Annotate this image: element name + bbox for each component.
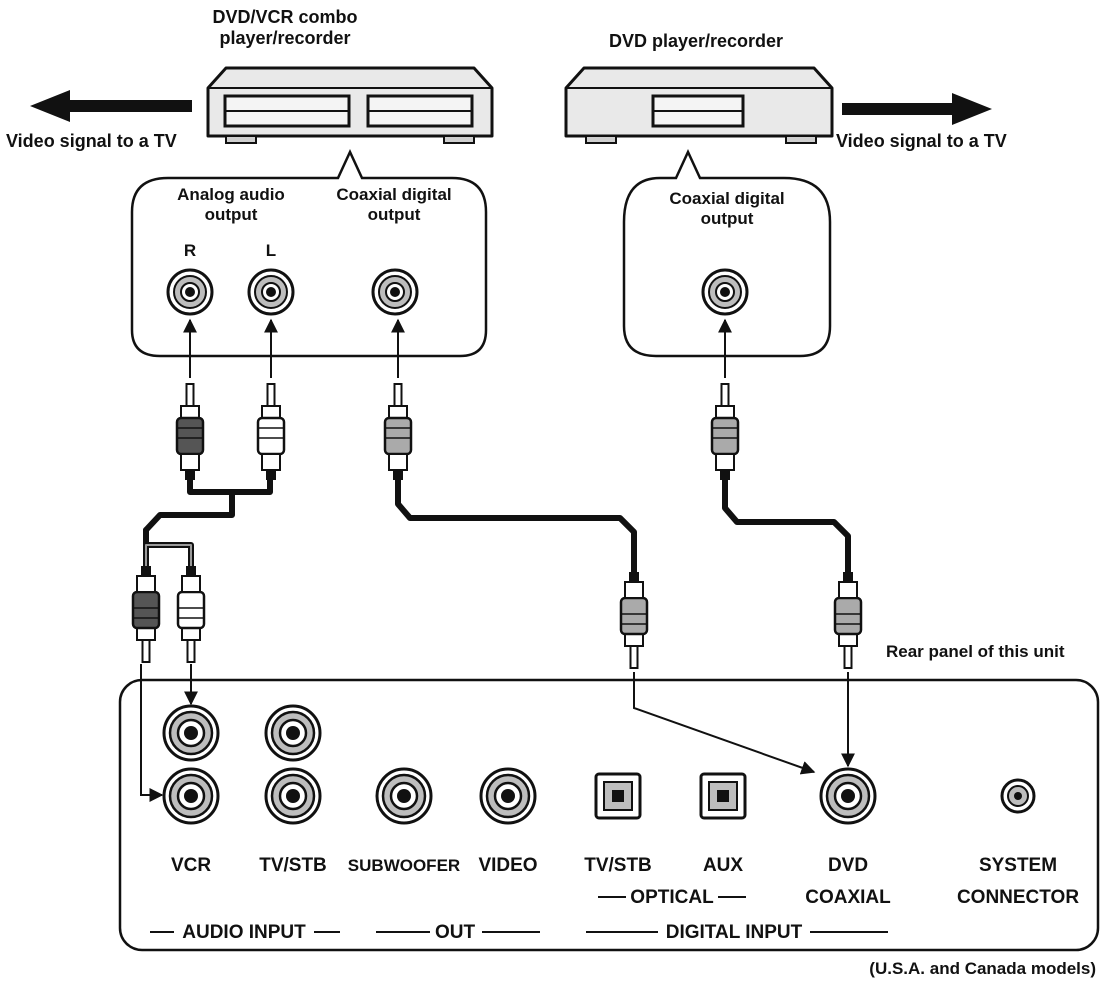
output-insert-arrows xyxy=(183,318,732,378)
audio-input-vcr-jack xyxy=(162,767,220,825)
label-subwoofer: SUBWOOFER xyxy=(348,856,460,875)
plug-vcr-r xyxy=(131,564,161,664)
label-optical-aux: AUX xyxy=(703,855,743,876)
plug-combo-coax xyxy=(383,382,413,482)
dvd-coax-line1: Coaxial digital xyxy=(669,189,784,208)
label-video: VIDEO xyxy=(478,855,537,876)
label-system: SYSTEM xyxy=(979,855,1057,876)
dvd-coaxial-jack xyxy=(819,767,877,825)
dvd-coax-jack xyxy=(701,268,749,316)
video-signal-right: Video signal to a TV xyxy=(836,93,1007,151)
dvd-player-device: DVD player/recorder xyxy=(564,31,834,144)
dvd-coaxial-cable xyxy=(722,473,851,575)
dvd-title: DVD player/recorder xyxy=(609,31,783,51)
analog-output-line2: output xyxy=(205,205,258,224)
label-connector: CONNECTOR xyxy=(957,887,1079,908)
combo-coax-line1: Coaxial digital xyxy=(336,185,451,204)
audio-input-vcr-top-jack xyxy=(162,704,220,762)
panel-insert-arrows xyxy=(140,664,855,802)
analog-l-jack xyxy=(247,268,295,316)
digital-input-group: DIGITAL INPUT xyxy=(586,922,888,943)
dvd-vcr-combo-device: DVD/VCR combo player/recorder xyxy=(206,7,494,144)
label-coaxial: COAXIAL xyxy=(805,887,891,908)
video-signal-left-label: Video signal to a TV xyxy=(6,131,177,151)
audio-input-tvstb-top-jack xyxy=(264,704,322,762)
arrow-left-icon xyxy=(30,90,192,122)
video-signal-right-label: Video signal to a TV xyxy=(836,131,1007,151)
models-note: (U.S.A. and Canada models) xyxy=(869,959,1096,978)
plug-dvd-coax xyxy=(710,382,740,482)
dvd-coax-line2: output xyxy=(701,209,754,228)
plug-analog-l xyxy=(256,382,286,482)
analog-output-line1: Analog audio xyxy=(177,185,285,204)
combo-coaxial-cable xyxy=(395,473,637,575)
system-connector-jack xyxy=(1000,778,1036,814)
optical-aux-jack xyxy=(699,772,747,820)
stereo-audio-cable xyxy=(143,473,273,569)
label-audio-input: AUDIO INPUT xyxy=(182,922,306,943)
arrow-right-icon xyxy=(842,93,992,125)
plug-panel-coax-1 xyxy=(619,570,649,670)
label-dvd: DVD xyxy=(828,855,868,876)
jack-l-label: L xyxy=(266,241,276,260)
label-vcr: VCR xyxy=(171,855,211,876)
combo-title-line2: player/recorder xyxy=(219,28,350,48)
analog-r-jack xyxy=(166,268,214,316)
label-optical-tvstb: TV/STB xyxy=(584,855,652,876)
subwoofer-out-jack xyxy=(375,767,433,825)
optical-tvstb-jack xyxy=(594,772,642,820)
plug-panel-coax-2 xyxy=(833,570,863,670)
audio-input-group: AUDIO INPUT xyxy=(150,922,340,943)
video-signal-left: Video signal to a TV xyxy=(6,90,192,151)
label-optical: OPTICAL xyxy=(630,887,714,908)
dvd-output-panel: Coaxial digital output xyxy=(622,149,832,358)
video-out-jack xyxy=(479,767,537,825)
out-group: OUT xyxy=(376,922,540,943)
rear-panel-caption: Rear panel of this unit xyxy=(886,642,1065,661)
combo-output-panel: Analog audio output Coaxial digital outp… xyxy=(130,149,488,358)
combo-coax-line2: output xyxy=(368,205,421,224)
label-out: OUT xyxy=(435,922,476,943)
label-tvstb: TV/STB xyxy=(259,855,327,876)
audio-input-tvstb-jack xyxy=(264,767,322,825)
jack-r-label: R xyxy=(184,241,196,260)
plug-vcr-l xyxy=(176,564,206,664)
plug-analog-r xyxy=(175,382,205,482)
combo-coax-jack xyxy=(371,268,419,316)
combo-title-line1: DVD/VCR combo xyxy=(212,7,357,27)
optical-group: OPTICAL xyxy=(598,887,746,908)
label-digital-input: DIGITAL INPUT xyxy=(666,922,803,943)
